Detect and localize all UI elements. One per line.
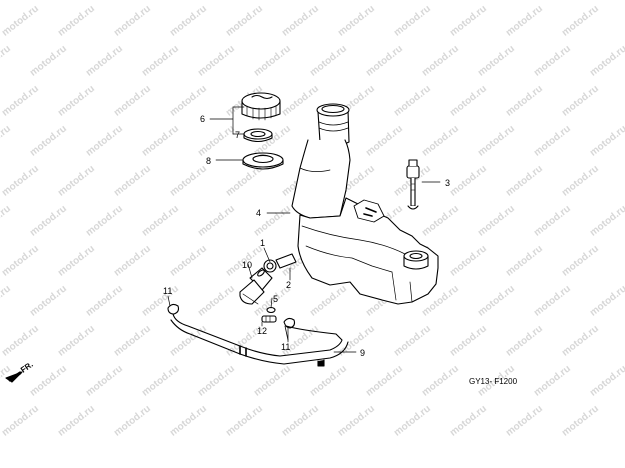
callout-5: 5 <box>273 294 278 304</box>
diagram-code: GY13- F1200 <box>469 377 518 386</box>
callout-10: 10 <box>242 260 252 270</box>
oil-tank <box>291 103 439 305</box>
fuel-cap <box>241 92 281 121</box>
hose-clamp-parts <box>167 303 296 329</box>
level-sensor <box>406 159 420 210</box>
callout-6: 6 <box>200 114 205 124</box>
front-direction-arrow <box>5 371 23 383</box>
callouts: 6 7 8 4 3 1 2 10 5 12 11 11 9 <box>163 114 450 358</box>
cap-gasket <box>243 128 273 143</box>
callout-3: 3 <box>445 178 450 188</box>
callout-12: 12 <box>257 326 267 336</box>
callout-11-left: 11 <box>163 286 172 296</box>
callout-8: 8 <box>206 156 211 166</box>
callout-1: 1 <box>260 238 265 248</box>
callout-9: 9 <box>360 348 365 358</box>
callout-7: 7 <box>235 130 240 140</box>
tank-fitting <box>239 253 297 305</box>
callout-2: 2 <box>286 280 291 290</box>
leader-lines <box>167 106 441 353</box>
callout-4: 4 <box>256 208 261 218</box>
filler-neck-ring <box>242 152 284 170</box>
oil-hose <box>170 313 349 367</box>
callout-11-lower: 11 <box>281 342 290 352</box>
